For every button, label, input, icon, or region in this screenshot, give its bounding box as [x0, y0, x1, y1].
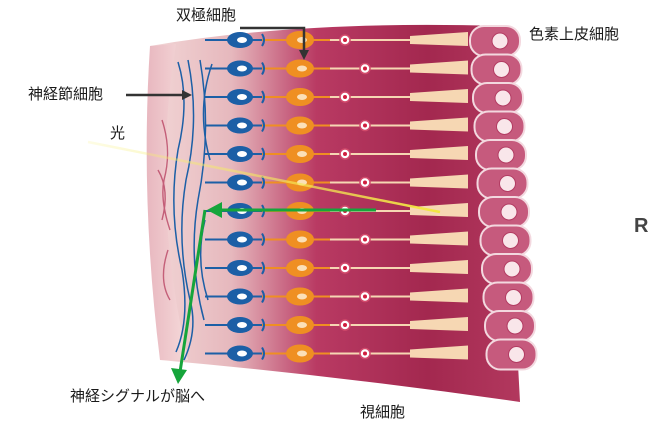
photoreceptor-nucleus-core — [363, 181, 367, 185]
ganglion-nucleus — [237, 66, 247, 72]
bipolar-nucleus — [297, 322, 307, 328]
bipolar-nucleus — [297, 237, 307, 243]
ganglion-nucleus — [237, 322, 247, 328]
pigment-epithelium-label: 色素上皮細胞 — [529, 27, 619, 42]
ganglion-nucleus — [237, 180, 247, 186]
ganglion-cell-label: 神経節細胞 — [28, 87, 103, 102]
ganglion-nucleus — [237, 351, 247, 357]
photoreceptor-nucleus-core — [363, 295, 367, 299]
epithelium-nucleus — [500, 176, 516, 192]
epithelium-nucleus — [504, 261, 520, 277]
bipolar-nucleus — [297, 351, 307, 357]
bipolar-nucleus — [297, 294, 307, 300]
ganglion-nucleus — [237, 123, 247, 129]
photoreceptor-label: 視細胞 — [360, 405, 405, 420]
photoreceptor-nucleus-core — [363, 352, 367, 356]
epithelium-nucleus — [506, 290, 522, 306]
ganglion-nucleus — [237, 265, 247, 271]
ganglion-nucleus — [237, 94, 247, 100]
ganglion-nucleus — [237, 237, 247, 243]
photoreceptor-nucleus-core — [343, 152, 347, 156]
bipolar-nucleus — [297, 37, 307, 43]
epithelium-nucleus — [495, 90, 511, 106]
bipolar-nucleus — [297, 66, 307, 72]
photoreceptor-nucleus-core — [343, 266, 347, 270]
cut-off-letter: R — [634, 216, 648, 236]
epithelium-nucleus — [503, 233, 519, 249]
ganglion-nucleus — [237, 37, 247, 43]
ganglion-nucleus — [237, 151, 247, 157]
epithelium-nucleus — [497, 119, 513, 135]
signal-to-brain-label: 神経シグナルが脳へ — [70, 389, 205, 404]
photoreceptor-nucleus-core — [363, 124, 367, 128]
bipolar-nucleus — [297, 123, 307, 129]
photoreceptor-nucleus-core — [343, 38, 347, 42]
epithelium-nucleus — [492, 33, 508, 49]
photoreceptor-nucleus-core — [363, 67, 367, 71]
epithelium-nucleus — [501, 204, 517, 220]
photoreceptor-nucleus-core — [363, 238, 367, 242]
bipolar-nucleus — [297, 94, 307, 100]
light-label: 光 — [110, 126, 125, 141]
epithelium-nucleus — [507, 318, 523, 334]
ganglion-nucleus — [237, 294, 247, 300]
epithelium-nucleus — [498, 147, 514, 163]
photoreceptor-nucleus-core — [343, 95, 347, 99]
photoreceptor-nucleus-core — [343, 323, 347, 327]
signal-arrowhead-down — [171, 368, 187, 384]
epithelium-nucleus — [509, 347, 525, 363]
bipolar-cell-label: 双極細胞 — [176, 8, 236, 23]
bipolar-nucleus — [297, 151, 307, 157]
epithelium-nucleus — [494, 62, 510, 78]
bipolar-nucleus — [297, 265, 307, 271]
